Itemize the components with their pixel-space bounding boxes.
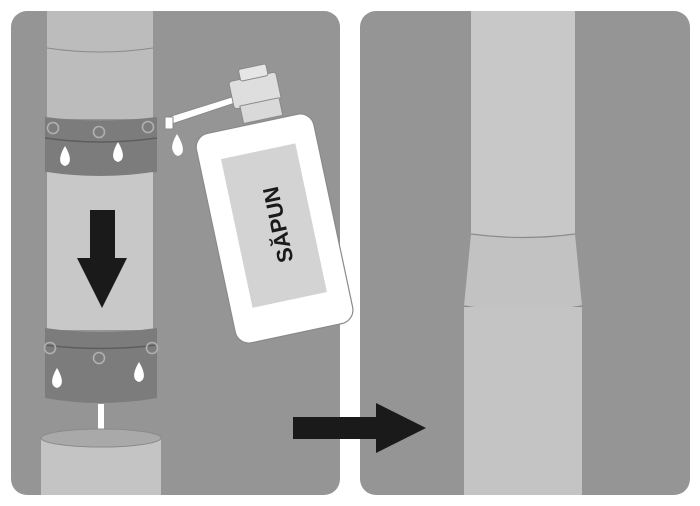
bottle-nozzle-tip (164, 116, 174, 130)
upper-tube-top (47, 11, 153, 119)
left-panel: SĂPUN (11, 11, 354, 495)
arrow-right-icon (293, 403, 426, 453)
collar-hole (92, 125, 106, 139)
droplet-icon (134, 362, 144, 382)
upper-pipe (471, 11, 575, 241)
bottle-cap (239, 97, 284, 125)
droplet-icon (60, 146, 70, 166)
right-panel (360, 11, 690, 495)
bottle-label (220, 143, 327, 308)
droplet-icon (172, 134, 182, 154)
lower-pipe (464, 307, 582, 495)
upper-collar-band (44, 137, 158, 143)
pipe-joint (464, 234, 582, 311)
collar-hole (43, 341, 57, 355)
lower-collar-band (44, 344, 158, 350)
lower-collar-group (43, 328, 159, 403)
bottom-pipe (40, 428, 162, 495)
bottle-pump-top (238, 63, 269, 82)
collar-hole (46, 121, 60, 135)
joint-top-line (470, 233, 576, 239)
droplet-icon (52, 368, 62, 388)
bottom-pipe-opening (40, 428, 162, 448)
collar-hole (145, 341, 159, 355)
lower-collar (45, 328, 157, 403)
collar-hole (141, 120, 155, 134)
upper-tube-seam (46, 47, 154, 53)
soap-bottle-icon: SĂPUN (164, 63, 354, 344)
upper-collar (45, 117, 157, 176)
arrow-down-icon (77, 210, 127, 308)
droplet-icon (113, 142, 123, 162)
collar-hole (92, 351, 106, 365)
